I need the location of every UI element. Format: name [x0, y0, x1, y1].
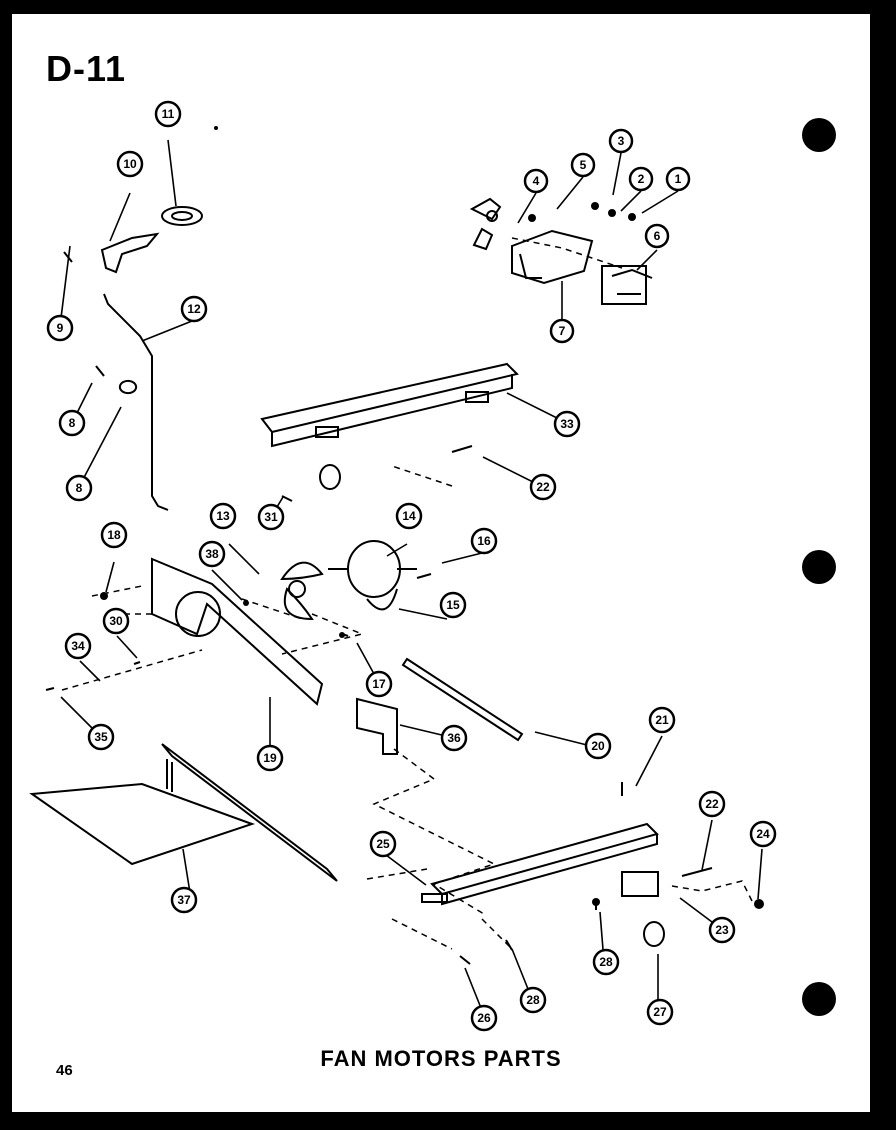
svg-text:10: 10 [123, 157, 137, 171]
callout-28a: 28 [592, 948, 620, 976]
callout-38: 38 [198, 540, 226, 568]
part-callouts: 1 2 3 4 5 6 7 33 22 10 11 12 9 8 8 31 13… [46, 100, 777, 1032]
svg-text:11: 11 [162, 107, 175, 121]
callout-13: 13 [209, 502, 237, 530]
side-rail [401, 657, 524, 742]
exploded-parts-diagram: 1 2 3 4 5 6 7 33 22 10 11 12 9 8 8 31 13… [29, 100, 777, 1032]
svg-text:22: 22 [536, 480, 550, 494]
callout-10: 10 [116, 150, 144, 178]
svg-text:7: 7 [559, 324, 566, 338]
svg-text:30: 30 [109, 614, 123, 628]
lower-rail [421, 822, 665, 947]
fan-rod-assembly [100, 206, 203, 511]
svg-text:16: 16 [477, 534, 491, 548]
leader-lines [59, 139, 763, 1019]
svg-text:19: 19 [263, 751, 277, 765]
svg-text:12: 12 [187, 302, 201, 316]
svg-text:37: 37 [177, 893, 191, 907]
svg-text:38: 38 [205, 547, 219, 561]
svg-text:28: 28 [599, 955, 613, 969]
callout-11: 11 [154, 100, 182, 128]
svg-text:5: 5 [580, 158, 587, 172]
svg-text:3: 3 [618, 134, 625, 148]
diagram-caption: FAN MOTORS PARTS [320, 1046, 562, 1071]
callout-26: 26 [470, 1004, 498, 1032]
callout-4: 4 [523, 168, 549, 194]
callout-36: 36 [440, 724, 468, 752]
svg-text:6: 6 [654, 229, 661, 243]
svg-text:35: 35 [94, 730, 108, 744]
callout-6: 6 [644, 223, 670, 249]
svg-text:34: 34 [71, 639, 85, 653]
svg-text:28: 28 [526, 993, 540, 1007]
diagram-page: D-11 [12, 14, 870, 1112]
mounting-plate [356, 697, 398, 755]
callout-8a: 8 [58, 409, 86, 437]
callout-15: 15 [439, 591, 467, 619]
callout-1: 1 [665, 166, 691, 192]
binder-hole-bottom [802, 982, 836, 1016]
callout-31: 31 [257, 503, 285, 531]
callout-8b: 8 [65, 474, 93, 502]
callout-34: 34 [64, 632, 92, 660]
svg-text:2: 2 [638, 172, 645, 186]
callout-23: 23 [708, 916, 736, 944]
small-fan-assembly [469, 197, 653, 305]
diagram-id: D-11 [46, 48, 127, 89]
callout-16: 16 [470, 527, 498, 555]
svg-text:24: 24 [756, 827, 770, 841]
svg-text:33: 33 [560, 417, 574, 431]
callout-33: 33 [553, 410, 581, 438]
svg-text:8: 8 [69, 416, 76, 430]
svg-text:25: 25 [376, 837, 390, 851]
svg-text:4: 4 [533, 174, 540, 188]
callout-25: 25 [369, 830, 397, 858]
binder-hole-middle [802, 550, 836, 584]
callout-7: 7 [549, 318, 575, 344]
callout-27: 27 [646, 998, 674, 1026]
callout-12: 12 [180, 295, 208, 323]
callout-24: 24 [749, 820, 777, 848]
callout-19: 19 [256, 744, 284, 772]
svg-text:15: 15 [446, 598, 460, 612]
svg-text:20: 20 [591, 739, 605, 753]
callout-3: 3 [608, 128, 634, 154]
callout-32: 22 [529, 473, 557, 501]
svg-text:13: 13 [216, 509, 230, 523]
svg-text:1: 1 [675, 172, 682, 186]
binder-hole-top [802, 118, 836, 152]
svg-text:14: 14 [402, 509, 416, 523]
svg-text:9: 9 [57, 321, 64, 335]
svg-text:36: 36 [447, 731, 461, 745]
svg-text:23: 23 [715, 923, 729, 937]
upper-bracket [260, 362, 519, 490]
svg-text:18: 18 [107, 528, 121, 542]
callout-2: 2 [628, 166, 654, 192]
callout-5: 5 [570, 152, 596, 178]
svg-text:22: 22 [705, 797, 719, 811]
small-parts [100, 126, 764, 909]
svg-text:31: 31 [264, 510, 278, 524]
callout-17: 17 [365, 670, 393, 698]
assembly-lines [61, 237, 753, 950]
callout-22b: 22 [698, 790, 726, 818]
svg-text:27: 27 [653, 1005, 667, 1019]
callout-37: 37 [170, 886, 198, 914]
svg-text:26: 26 [477, 1011, 491, 1025]
callout-14: 14 [395, 502, 423, 530]
page-number: 46 [56, 1062, 73, 1079]
svg-text:8: 8 [76, 481, 83, 495]
callout-35: 35 [87, 723, 115, 751]
fan-motor-assembly [151, 540, 417, 706]
callout-20: 20 [584, 732, 612, 760]
callout-21: 21 [648, 706, 676, 734]
svg-text:21: 21 [655, 713, 669, 727]
callout-28b: 28 [519, 986, 547, 1014]
callout-9: 9 [46, 314, 74, 342]
svg-text:17: 17 [372, 677, 386, 691]
callout-30: 30 [102, 607, 130, 635]
callout-18: 18 [100, 521, 128, 549]
base-plate [29, 743, 338, 882]
